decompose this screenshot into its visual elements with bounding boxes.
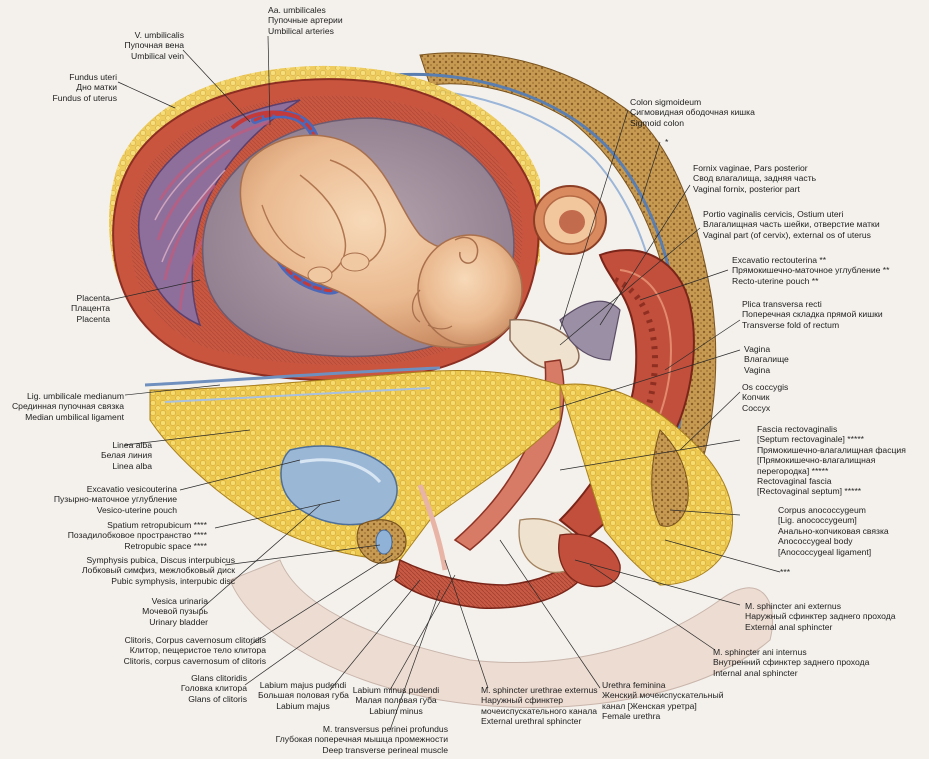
label-corpus-anococcygeum: Corpus anococcygeum[Lig. anococcygeum]Ан…: [778, 505, 889, 557]
label-excavatio-rectouterina: Excavatio rectouterina **Прямокишечно-ма…: [732, 255, 890, 286]
label-fascia-rectovaginalis: Fascia rectovaginalis[Septum rectovagina…: [757, 424, 906, 497]
label-spatium-retropubicum: Spatium retropubicum ****Позадилобковое …: [67, 520, 207, 551]
label-triple-asterisk: ***: [780, 567, 791, 577]
label-asterisk: *: [665, 137, 669, 147]
